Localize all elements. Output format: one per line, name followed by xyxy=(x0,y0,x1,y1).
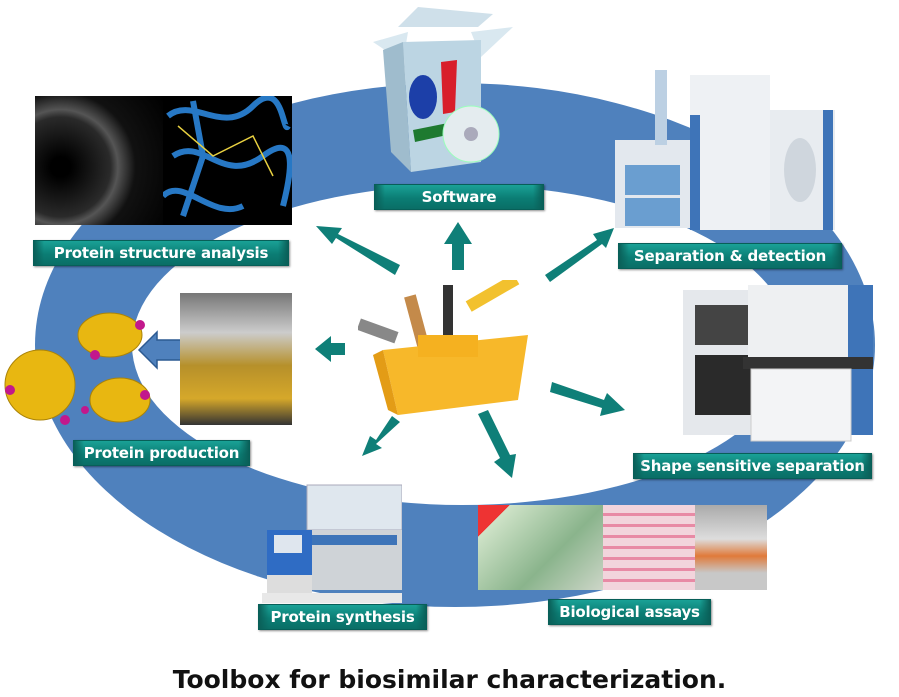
gel-image xyxy=(603,505,695,590)
label-software: Software xyxy=(374,184,544,210)
arrow-to-software xyxy=(444,222,472,270)
label-protein-production: Protein production xyxy=(73,440,250,466)
arrow-to-shape xyxy=(550,382,625,416)
arrow-to-production xyxy=(315,336,345,362)
culture-flask-image xyxy=(695,505,767,590)
label-text: Protein synthesis xyxy=(270,608,415,626)
protein-ribbon-image xyxy=(0,295,170,435)
label-separation-detection: Separation & detection xyxy=(618,243,842,269)
ion-mobility-ms-image xyxy=(683,285,878,445)
label-protein-synthesis: Protein synthesis xyxy=(258,604,427,630)
arrow-to-separation xyxy=(545,228,614,282)
label-protein-structure-analysis: Protein structure analysis xyxy=(33,240,289,266)
well-plate-image xyxy=(478,505,603,590)
software-image xyxy=(363,2,513,180)
production-arrow-icon xyxy=(137,330,183,370)
toolbox-image xyxy=(358,280,538,420)
label-biological-assays: Biological assays xyxy=(548,599,711,625)
synthesis-instrument-image xyxy=(262,475,402,605)
figure-caption: Toolbox for biosimilar characterization. xyxy=(172,665,727,694)
label-text: Biological assays xyxy=(559,603,700,621)
label-text: Protein production xyxy=(83,444,240,462)
arrow-to-assays xyxy=(478,410,516,478)
diffraction-pattern-image xyxy=(35,96,163,225)
label-text: Separation & detection xyxy=(633,247,827,265)
label-text: Software xyxy=(421,188,497,206)
label-text: Shape sensitive separation xyxy=(640,457,865,475)
label-shape-sensitive-separation: Shape sensitive separation xyxy=(633,453,872,479)
arrow-to-structure xyxy=(316,226,400,275)
bioreactor-image xyxy=(180,293,292,425)
label-text: Protein structure analysis xyxy=(53,244,269,262)
arrow-to-synthesis xyxy=(362,416,400,456)
lc-ms-instrument-image xyxy=(615,70,840,230)
electron-density-image xyxy=(163,96,292,225)
arrows xyxy=(315,222,625,478)
